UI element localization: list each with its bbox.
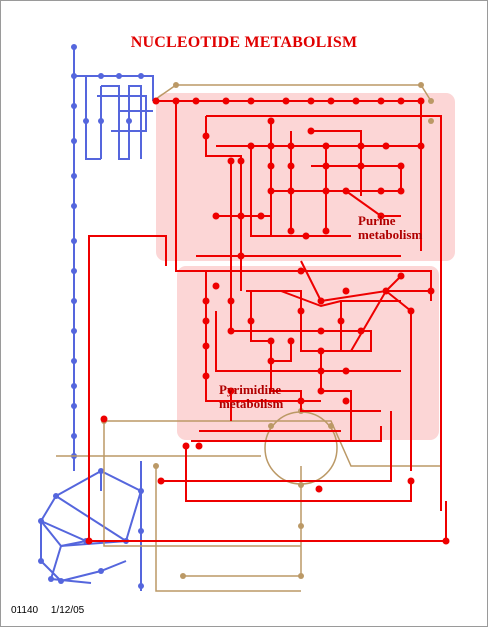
pyrimidine-label-line1: Pyrimidine: [219, 382, 282, 397]
purine-label-line2: metabolism: [358, 227, 423, 242]
purine-region-label: Purine metabolism: [358, 214, 422, 242]
pyrimidine-region: [177, 266, 439, 440]
amino-acid-network: [56, 84, 441, 592]
carbohydrate-network: [39, 46, 154, 591]
map-date: 1/12/05: [50, 605, 85, 616]
map-footer: 01140 1/12/05: [11, 605, 94, 616]
nucleotide-nodes: [85, 97, 450, 545]
map-id: 01140: [11, 605, 39, 616]
purine-label-line1: Purine: [358, 213, 396, 228]
map-title: NUCLEOTIDE METABOLISM: [130, 34, 358, 51]
pyrimidine-region-label: Pyrimidine metabolism: [219, 383, 283, 411]
pyrimidine-label-line2: metabolism: [219, 396, 284, 411]
